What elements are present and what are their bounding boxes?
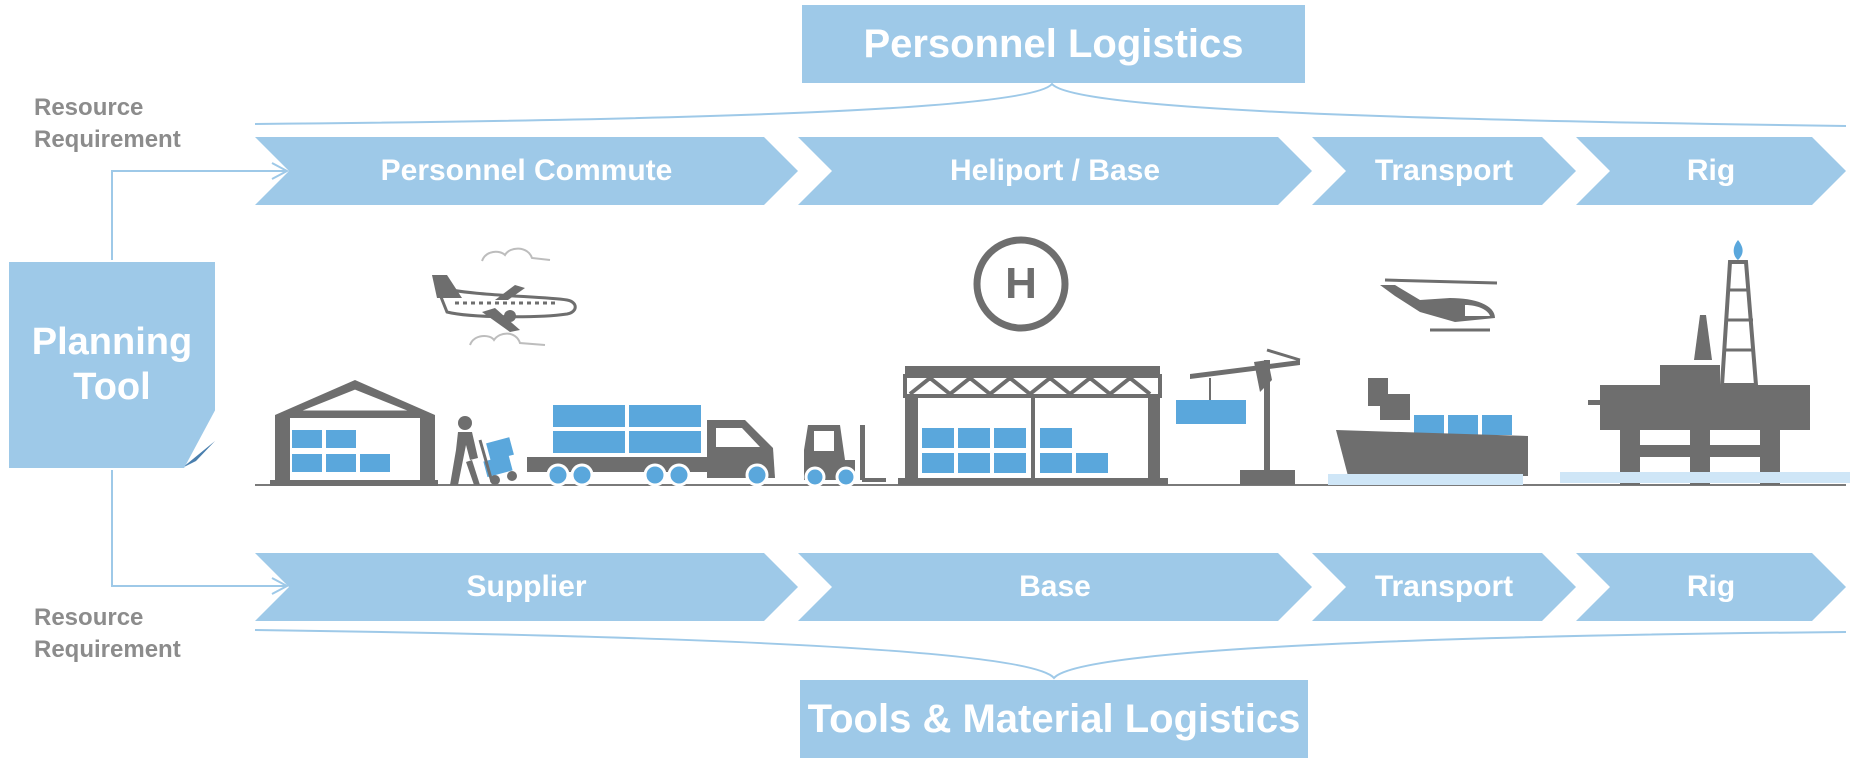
chevron-rig-top	[1576, 137, 1846, 205]
chevron-supplier	[255, 553, 798, 621]
step-transport-bottom: Transport	[1374, 570, 1514, 603]
base-warehouse-icon	[898, 366, 1168, 485]
connector-arrowhead-bottom	[271, 577, 290, 595]
heliport-letter: H	[1005, 259, 1037, 308]
resource-requirement-bottom-line2: Requirement	[34, 636, 181, 663]
oil-rig-icon	[1560, 240, 1850, 485]
planning-tool-line2: Tool	[73, 366, 151, 408]
step-supplier: Supplier	[466, 570, 587, 603]
planning-tool-box: Planning Tool	[9, 262, 215, 468]
chevron-transport-top	[1312, 137, 1576, 205]
chevron-personnel-commute	[255, 137, 798, 205]
heliport-icon	[973, 236, 1069, 332]
resource-requirement-bottom: Resource Requirement	[34, 602, 181, 666]
chevron-rig-bottom	[1576, 553, 1846, 621]
worker-with-trolley-icon	[450, 416, 517, 485]
step-personnel-commute: Personnel Commute	[380, 154, 673, 187]
chevron-transport-bottom	[1312, 553, 1576, 621]
bottom-brace	[254, 629, 1847, 680]
top-brace	[254, 82, 1847, 127]
clouds-icon	[469, 247, 551, 346]
airplane-icon	[432, 275, 577, 332]
supply-ship-icon	[1328, 378, 1528, 485]
personnel-logistics-title: Personnel Logistics	[802, 5, 1305, 83]
planning-tool-line1: Planning	[31, 321, 193, 363]
tools-material-logistics-title: Tools & Material Logistics	[800, 680, 1308, 758]
forklift-icon	[804, 425, 886, 488]
connector-arrowhead-top	[271, 162, 290, 180]
chevron-heliport-base	[798, 137, 1312, 205]
chevron-base	[798, 553, 1312, 621]
step-rig-bottom: Rig	[1686, 570, 1736, 603]
warehouse-icon	[270, 380, 438, 486]
resource-requirement-top-line2: Requirement	[34, 126, 181, 153]
helicopter-icon	[1380, 278, 1498, 332]
connector-to-bottom-row	[111, 470, 285, 587]
page-fold-icon	[182, 441, 215, 468]
step-heliport-base: Heliport / Base	[949, 154, 1161, 187]
step-transport-top: Transport	[1374, 154, 1514, 187]
crane-icon	[1176, 348, 1301, 485]
truck-icon	[527, 405, 775, 487]
resource-requirement-top-line1: Resource	[34, 94, 144, 121]
step-base: Base	[1019, 570, 1091, 603]
resource-requirement-bottom-line1: Resource	[34, 604, 144, 631]
resource-requirement-top: Resource Requirement	[34, 92, 181, 156]
connector-to-top-row	[111, 170, 285, 260]
step-rig-top: Rig	[1686, 154, 1736, 187]
